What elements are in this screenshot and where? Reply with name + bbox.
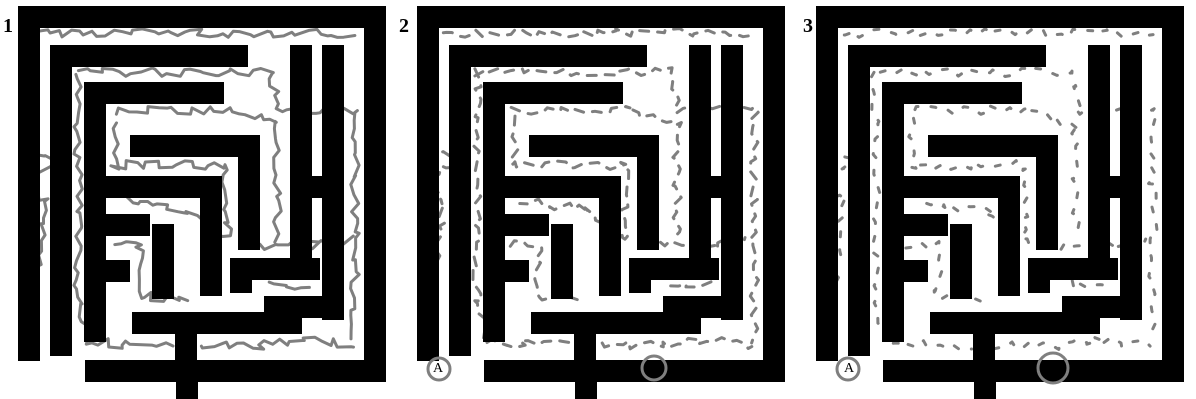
maze-wall xyxy=(417,6,785,28)
maze-wall xyxy=(484,360,785,382)
maze-wall xyxy=(449,45,647,67)
maze-wall xyxy=(152,224,174,299)
maze-wall xyxy=(1162,6,1184,381)
maze-wall xyxy=(848,45,1046,67)
maze-wall xyxy=(816,6,1184,28)
maze-wall xyxy=(599,176,621,296)
maze-wall xyxy=(290,176,344,198)
panel-2-label: 2 xyxy=(399,16,409,36)
maze-wall xyxy=(763,6,785,381)
maze-wall xyxy=(551,224,573,299)
maze-wall xyxy=(238,135,260,250)
maze-wall xyxy=(1036,135,1058,250)
maze-wall xyxy=(18,6,386,28)
maze-wall xyxy=(322,195,344,320)
maze-wall xyxy=(499,214,549,236)
maze-wall xyxy=(176,360,198,399)
maze-wall xyxy=(721,195,743,320)
maze-wall xyxy=(230,258,252,293)
maze-wall xyxy=(499,260,529,282)
maze-wall xyxy=(574,312,596,362)
maze-wall xyxy=(950,224,972,299)
maze-wall xyxy=(483,82,505,342)
maze-wall xyxy=(449,45,471,356)
maze-wall xyxy=(100,260,130,282)
maze-wall xyxy=(50,45,248,67)
start-point-a-label: A xyxy=(844,362,854,376)
maze-wall xyxy=(629,258,651,293)
maze-wall xyxy=(883,360,1184,382)
maze-wall xyxy=(417,6,439,361)
maze-wall xyxy=(50,45,72,356)
end-point-b-label: B xyxy=(648,362,657,376)
maze-wall xyxy=(898,260,928,282)
maze-panel-1: 1 xyxy=(0,0,398,399)
maze-3-graphic xyxy=(798,0,1196,399)
maze-wall xyxy=(998,176,1020,296)
maze-2-graphic xyxy=(399,0,797,399)
panel-1-label: 1 xyxy=(3,16,13,36)
maze-wall xyxy=(1028,258,1050,293)
maze-1-graphic xyxy=(0,0,398,399)
maze-wall xyxy=(18,6,40,361)
maze-panel-3: 3 A B xyxy=(798,0,1196,399)
maze-wall xyxy=(898,214,948,236)
end-point-b-label: B xyxy=(1046,362,1055,376)
panel-3-label: 3 xyxy=(803,16,813,36)
maze-wall xyxy=(85,360,386,382)
maze-wall xyxy=(974,360,996,399)
maze-wall xyxy=(689,176,743,198)
maze-wall xyxy=(575,360,597,399)
maze-panel-2: 2 A B xyxy=(399,0,797,399)
maze-wall xyxy=(848,45,870,356)
maze-wall xyxy=(175,312,197,362)
maze-wall xyxy=(100,214,150,236)
maze-wall xyxy=(1120,195,1142,320)
maze-wall xyxy=(882,82,904,342)
maze-wall xyxy=(200,176,222,296)
maze-wall xyxy=(84,82,106,342)
maze-wall xyxy=(1088,176,1142,198)
maze-wall xyxy=(637,135,659,250)
maze-wall xyxy=(290,45,312,275)
maze-wall xyxy=(973,312,995,362)
maze-wall xyxy=(1088,45,1110,275)
start-point-a-label: A xyxy=(433,362,443,376)
maze-wall xyxy=(364,6,386,381)
maze-wall xyxy=(689,45,711,275)
maze-wall xyxy=(816,6,838,361)
